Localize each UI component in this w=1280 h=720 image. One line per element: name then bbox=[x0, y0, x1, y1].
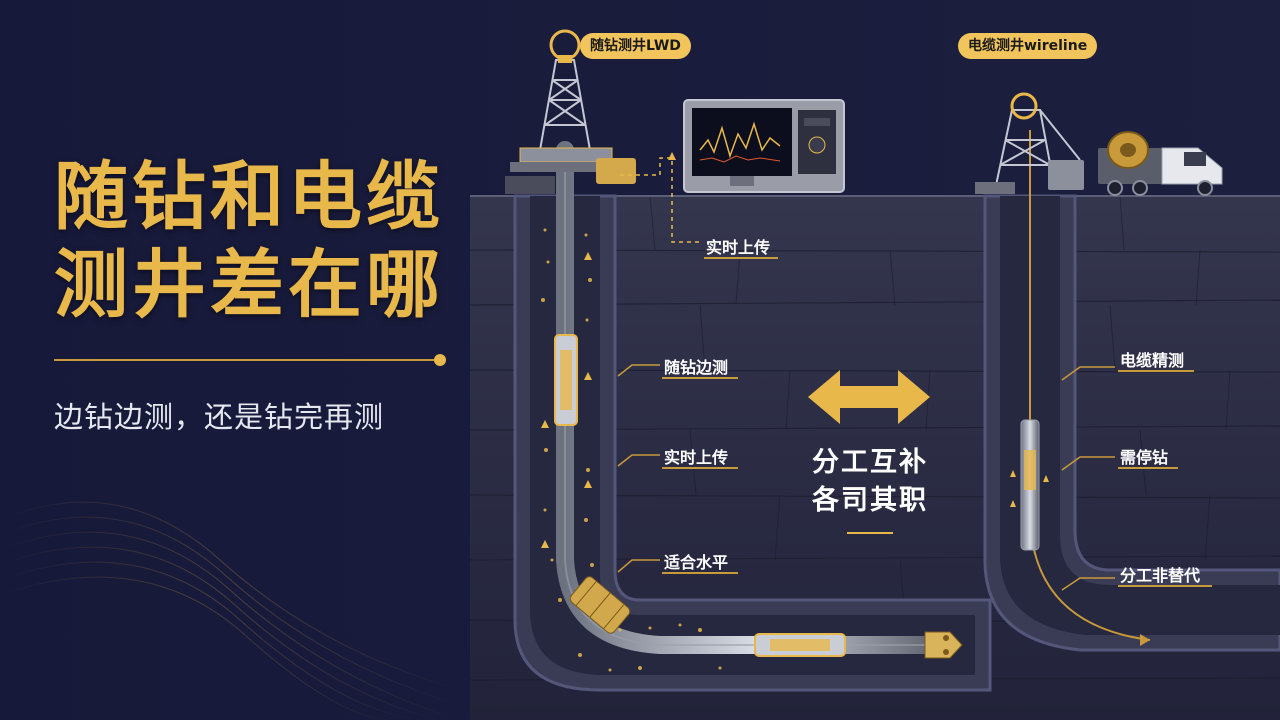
center-line-1: 分工互补 bbox=[812, 447, 928, 478]
stabilizer bbox=[569, 576, 631, 634]
truck-icon bbox=[1098, 131, 1223, 196]
label-no-replace: 分工非替代 bbox=[1120, 566, 1201, 585]
drill-bit-icon bbox=[924, 631, 963, 659]
label-precise: 电缆精测 bbox=[1120, 351, 1185, 370]
monitor-icon bbox=[683, 99, 845, 193]
headline-line-2: 测井差在哪 bbox=[54, 242, 444, 328]
upload-path bbox=[620, 157, 700, 243]
label-horizontal: 适合水平 bbox=[664, 553, 729, 572]
lwd-badge: 随钻测井LWD bbox=[580, 33, 691, 59]
center-line-2: 各司其职 bbox=[812, 485, 928, 516]
double-arrow-icon bbox=[808, 370, 930, 424]
label-drill-measure: 随钻边测 bbox=[664, 358, 729, 377]
wireline-badge: 电缆测井wireline bbox=[958, 33, 1098, 59]
label-upload-top: 实时上传 bbox=[706, 238, 771, 257]
subtitle: 边钻边测，还是钻完再测 bbox=[54, 400, 385, 434]
label-upload-mid: 实时上传 bbox=[664, 448, 729, 467]
headline-line-1: 随钻和电缆 bbox=[54, 154, 444, 240]
label-stop: 需停钻 bbox=[1120, 448, 1169, 467]
